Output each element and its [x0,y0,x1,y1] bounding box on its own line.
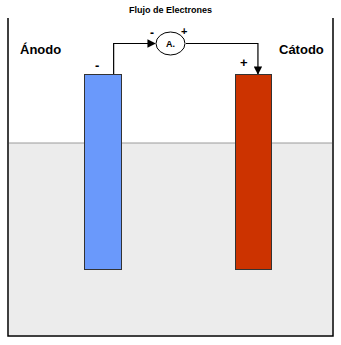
wire [114,44,155,75]
wire [186,44,258,75]
ammeter-symbol: A. [166,39,175,49]
ammeter-plus: + [181,25,187,37]
ammeter-minus: - [150,26,154,40]
polarity-sign: + [240,55,248,70]
polarity-sign: - [95,58,99,73]
electrolyte [9,143,332,335]
cathode-electrode: + [235,74,272,270]
beaker-outline [8,18,333,336]
diagram-title: Flujo de Electrones [0,5,341,15]
cathode-label: Cátodo [279,42,324,57]
liquid-surface [9,143,332,144]
anode-label: Ánodo [20,42,61,57]
anode-electrode: - [84,74,122,270]
